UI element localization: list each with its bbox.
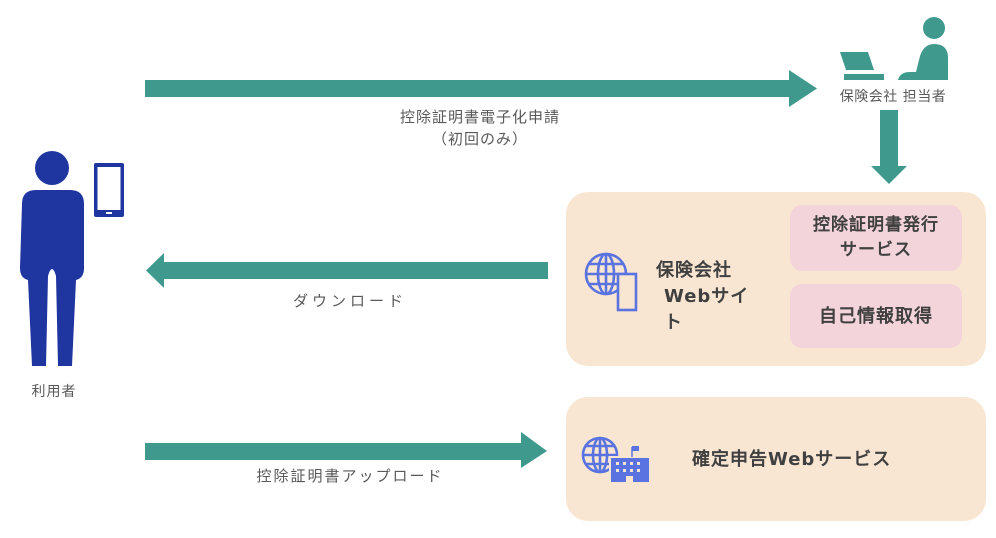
service-1-line1: 控除証明書発行: [813, 215, 939, 235]
download-label: ダウンロード: [292, 292, 407, 310]
download-arrow: [146, 253, 548, 288]
service-deduction-certificate: 控除証明書発行 サービス: [790, 205, 962, 271]
down-arrow: [871, 110, 907, 184]
service-1-line2: サービス: [840, 240, 912, 260]
insurer-title-line1: 保険会社: [656, 260, 732, 281]
staff-actor: [838, 14, 958, 82]
staff-label: 保険会社 担当者: [839, 89, 947, 105]
globe-building-icon: [581, 436, 651, 483]
request-label-line1: 控除証明書電子化申請: [399, 108, 560, 126]
insurer-title-line2: Webサイト: [664, 286, 750, 333]
request-label: 控除証明書電子化申請 （初回のみ）: [300, 106, 660, 150]
person-at-laptop-icon: [840, 17, 948, 80]
user-label: 利用者: [31, 384, 77, 400]
insurer-website-box: 保険会社 Webサイト 控除証明書発行 サービス 自己情報取得: [566, 192, 986, 366]
request-arrow: [145, 70, 817, 107]
request-label-line2: （初回のみ）: [431, 130, 528, 148]
user-actor: [14, 150, 134, 380]
person-with-smartphone-icon: [20, 151, 124, 366]
service-2-line1: 自己情報取得: [819, 305, 933, 327]
tax-return-service-title: 確定申告Webサービス: [692, 449, 892, 470]
upload-label: 控除証明書アップロード: [256, 467, 444, 485]
service-self-info: 自己情報取得: [790, 284, 962, 348]
upload-arrow: [145, 432, 547, 468]
insurer-website-title: 保険会社 Webサイト: [656, 258, 766, 336]
tax-return-service-box: 確定申告Webサービス: [566, 397, 986, 521]
globe-smartphone-icon: [584, 252, 638, 312]
